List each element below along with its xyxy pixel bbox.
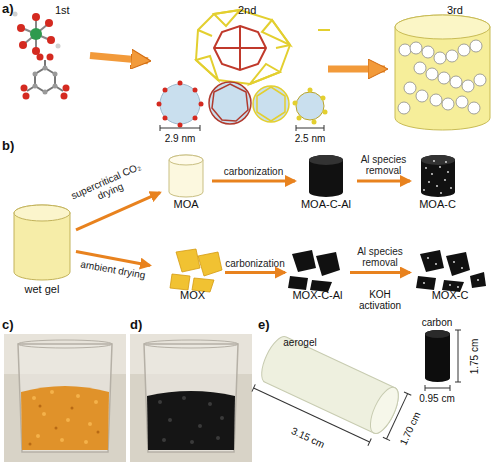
stage-node: MOX-C-Al [285, 245, 350, 300]
stage-node: wet gel [8, 195, 76, 295]
process-arrow [90, 55, 148, 60]
mox-c-photo [130, 334, 252, 462]
process-arrow [328, 66, 385, 73]
stage-node: MOA-C-Al [295, 150, 357, 212]
stage-node: MOX [150, 245, 225, 300]
carbon-cylinder [425, 330, 461, 391]
arrow-label: supercritical CO₂ drying [67, 160, 149, 213]
dimension-label: carbon [415, 317, 459, 328]
panel-letter: a) [2, 2, 22, 16]
arrow-label: carbonization [214, 166, 294, 177]
cage-illustration [196, 10, 330, 84]
arrow-label: Al species removal [353, 246, 407, 268]
dimension-label: 1.70 cm [394, 403, 425, 453]
dimension-label: aerogel [275, 337, 325, 348]
panel-letter: b) [2, 139, 22, 153]
mox-flakes [170, 249, 222, 292]
arrow-label: carbonization [215, 258, 295, 269]
stage-node: MOA-C [410, 150, 465, 212]
wet-gel-cylinder [14, 205, 70, 280]
panel-letter: c) [2, 318, 22, 332]
stage-node: MOA [160, 150, 212, 212]
node-label: 2nd [238, 4, 268, 16]
node-label: MOA-C [410, 198, 465, 210]
node-label: MOA-C-Al [295, 198, 357, 210]
molecule-illustration [13, 12, 70, 100]
panel-letter: d) [130, 318, 150, 332]
dimension-label: 0.95 cm [412, 393, 462, 404]
node-label: 1st [55, 4, 85, 16]
mox-c-flakes [416, 250, 486, 292]
sphere-illustration [157, 81, 328, 132]
node-label: MOA [160, 198, 212, 210]
aerogel-cylinder [250, 333, 411, 454]
stage-node: 3rd [385, 4, 495, 134]
stage-node: MOX-C [410, 245, 490, 300]
panel-letter: e) [258, 318, 278, 332]
process-arrow [212, 180, 295, 183]
moa-c-cylinder [421, 155, 455, 197]
dimension-label: 1.75 cm [469, 331, 480, 381]
arrow-label: ambient drying [77, 258, 150, 281]
process-arrow [350, 271, 410, 274]
dimension-label: KOH activation [352, 289, 408, 311]
stage-node: 1st [5, 4, 90, 99]
moa-cylinder [169, 155, 203, 197]
stage-node: 2nd [148, 4, 328, 134]
node-label: MOX [160, 289, 225, 301]
mox-photo [4, 334, 126, 462]
node-label: MOX-C-Al [285, 289, 350, 301]
process-arrow [357, 180, 410, 183]
node-label: 3rd [447, 4, 477, 16]
monolith-illustration [395, 15, 490, 130]
node-label: wet gel [8, 283, 76, 295]
process-arrow [225, 271, 285, 274]
dimension-label: 3.15 cm [283, 421, 333, 452]
mox-c-al-flakes [288, 250, 340, 292]
dimension-label: 2.5 nm [285, 133, 335, 144]
moa-c-al-cylinder [309, 155, 343, 197]
node-label: MOX-C [410, 289, 490, 301]
arrow-label: Al species removal [357, 154, 411, 176]
dimension-label: 2.9 nm [155, 133, 205, 144]
